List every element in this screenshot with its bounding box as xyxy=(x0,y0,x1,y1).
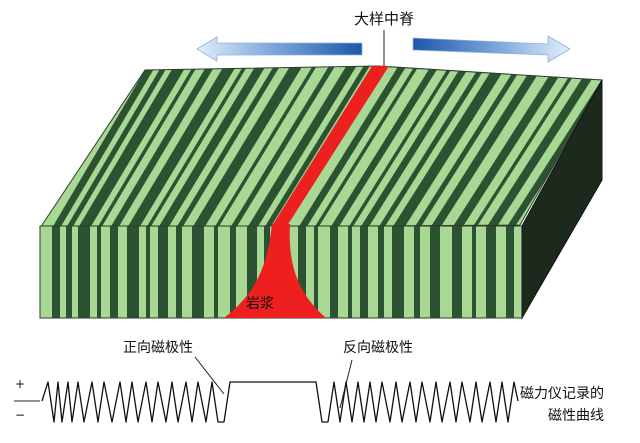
top-reverse-stripe xyxy=(430,66,544,228)
top-reverse-stripe xyxy=(66,66,168,228)
front-reverse-stripe xyxy=(66,226,72,318)
plus-sign: + xyxy=(15,377,25,391)
crust-top-surface xyxy=(40,66,602,228)
magma-ridge-channel xyxy=(272,66,389,226)
top-reverse-stripe xyxy=(214,66,317,228)
front-reverse-stripe xyxy=(314,226,318,318)
front-reverse-stripe xyxy=(146,226,150,318)
top-reverse-stripe xyxy=(97,66,198,228)
minus-sign: − xyxy=(15,408,25,422)
magma-label: 岩浆 xyxy=(246,296,274,312)
front-reverse-stripe xyxy=(430,226,440,318)
top-reverse-stripe xyxy=(52,66,156,228)
record-label-line1: 磁力仪记录的 xyxy=(520,386,604,402)
normal-polarity-label: 正向磁极性 xyxy=(123,340,193,356)
top-reverse-stripe xyxy=(348,66,454,228)
top-reverse-stripe xyxy=(230,66,336,228)
magma-chamber xyxy=(224,224,326,318)
reverse-polarity-label: 反向磁极性 xyxy=(343,340,413,356)
top-reverse-stripe xyxy=(472,66,580,228)
top-reverse-stripe xyxy=(392,66,507,228)
top-reverse-stripe xyxy=(264,66,370,228)
top-stripes xyxy=(52,66,602,228)
front-reverse-stripe xyxy=(230,226,236,318)
crust-side-face xyxy=(521,79,603,320)
top-reverse-stripe xyxy=(486,66,601,228)
front-reverse-stripe xyxy=(472,226,476,318)
top-reverse-stripe xyxy=(127,66,237,228)
ridge-label: 大样中脊 xyxy=(354,10,414,28)
front-reverse-stripe xyxy=(414,226,420,318)
magnetic-anomaly-curve xyxy=(41,381,519,423)
front-reverse-stripe xyxy=(52,226,60,318)
front-reverse-stripe xyxy=(452,226,462,318)
top-reverse-stripe xyxy=(146,66,248,228)
front-reverse-stripe xyxy=(176,226,182,318)
front-stripes xyxy=(52,226,514,318)
top-reverse-stripe xyxy=(330,66,440,228)
top-reverse-stripe xyxy=(78,66,187,228)
top-reverse-stripe xyxy=(110,66,215,228)
top-reverse-stripe xyxy=(176,66,281,228)
front-reverse-stripe xyxy=(214,226,218,318)
top-reverse-stripe xyxy=(298,66,407,228)
top-reverse-stripe xyxy=(314,66,419,228)
front-reverse-stripe xyxy=(298,226,306,318)
front-reverse-stripe xyxy=(247,226,257,318)
front-reverse-stripe xyxy=(330,226,338,318)
top-reverse-stripe xyxy=(378,66,487,228)
front-reverse-stripe xyxy=(97,226,101,318)
top-reverse-stripe xyxy=(360,66,470,228)
top-reverse-stripe xyxy=(452,66,566,228)
front-reverse-stripe xyxy=(127,226,139,318)
front-reverse-stripe xyxy=(360,226,368,318)
front-reverse-stripe xyxy=(110,226,118,318)
top-reverse-stripe xyxy=(192,66,303,228)
front-reverse-stripe xyxy=(348,226,352,318)
front-reverse-stripe xyxy=(378,226,384,318)
front-reverse-stripe xyxy=(192,226,204,318)
front-reverse-stripe xyxy=(486,226,496,318)
top-reverse-stripe xyxy=(158,66,266,228)
left-spreading-arrow xyxy=(196,36,363,62)
top-reverse-stripe xyxy=(247,66,357,228)
front-reverse-stripe xyxy=(392,226,404,318)
front-reverse-stripe xyxy=(506,226,514,318)
right-spreading-arrow xyxy=(412,35,571,63)
record-label-line2: 磁性曲线 xyxy=(548,408,604,424)
front-reverse-stripe xyxy=(78,226,90,318)
normal-polarity-leader xyxy=(194,356,225,395)
top-reverse-stripe xyxy=(414,66,523,228)
front-reverse-stripe xyxy=(158,226,168,318)
